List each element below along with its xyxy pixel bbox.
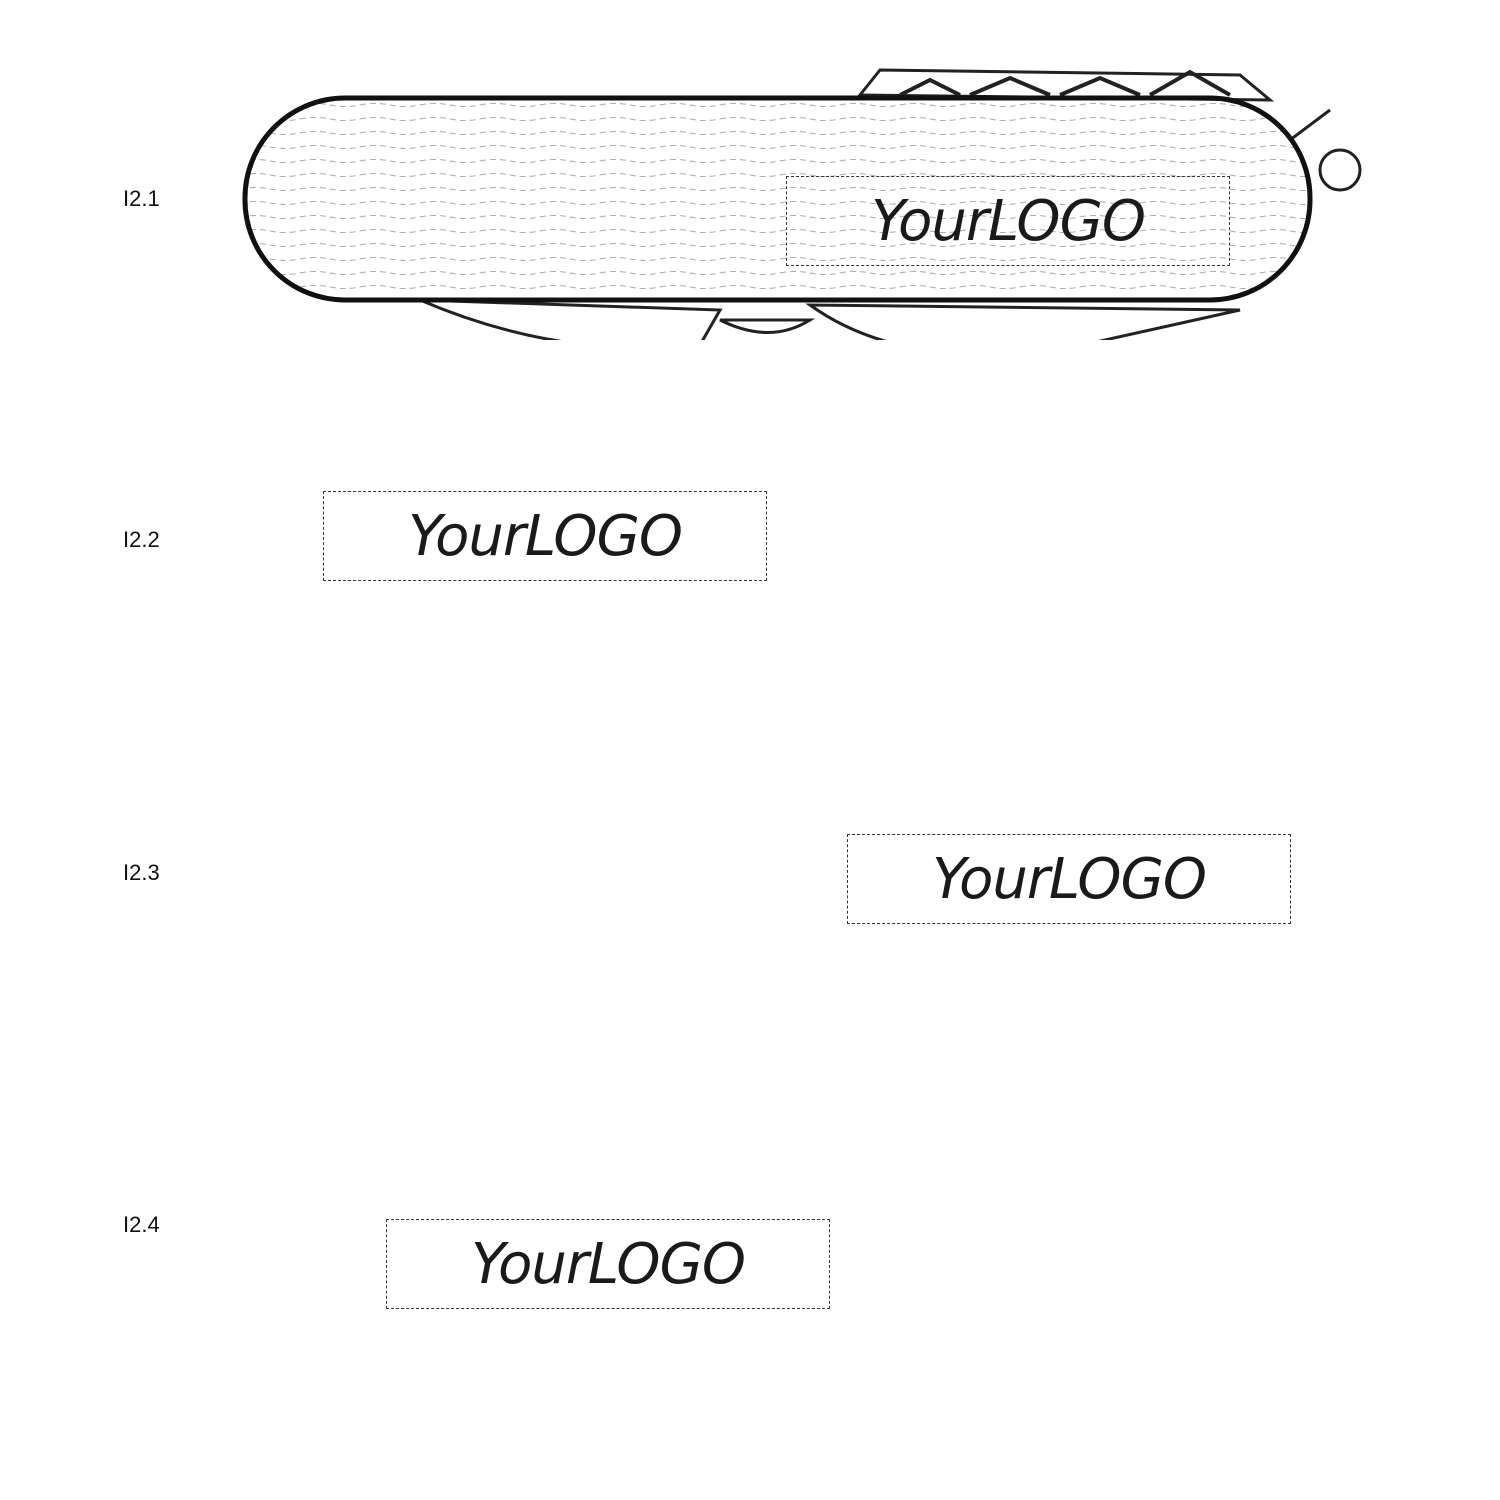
position-label: I2.1 (123, 186, 160, 211)
logo-placeholder: YourLOGO (471, 1231, 746, 1297)
logo-area: YourLOGO (386, 1219, 830, 1309)
position-label: I2.2 (123, 527, 160, 552)
logo-placeholder: YourLOGO (871, 188, 1146, 254)
position-label: I2.4 (123, 1212, 160, 1237)
position-label: I2.3 (123, 860, 160, 885)
logo-area: YourLOGO (786, 176, 1230, 266)
logo-placeholder: YourLOGO (932, 846, 1207, 912)
logo-area: YourLOGO (847, 834, 1291, 924)
pocket-knife-illustration (0, 0, 1500, 340)
logo-placeholder: YourLOGO (408, 503, 683, 569)
logo-area: YourLOGO (323, 491, 767, 581)
